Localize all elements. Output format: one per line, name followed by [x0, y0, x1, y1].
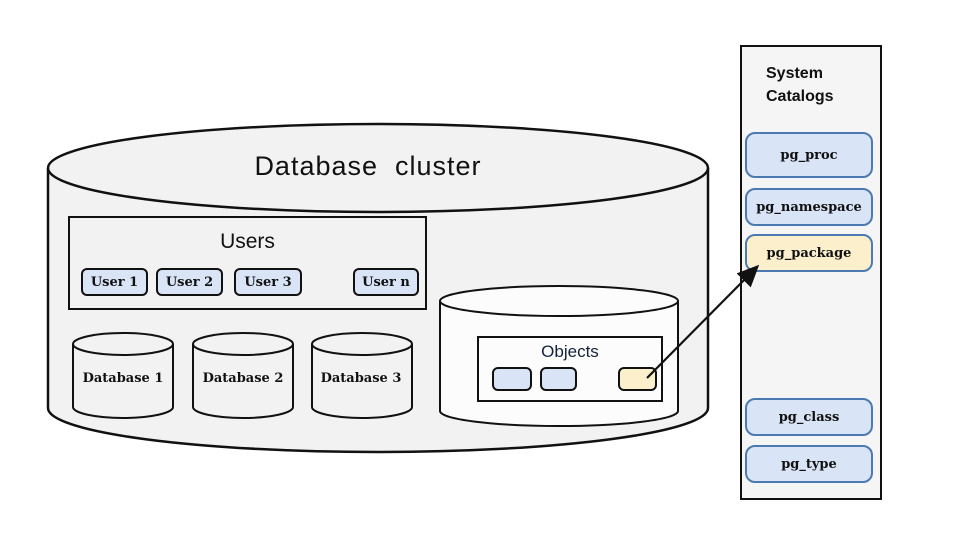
- catalog-pg-class: pg_class: [745, 398, 873, 436]
- object-node-2: [540, 367, 577, 391]
- user-3-node: User 3: [234, 268, 302, 296]
- user-2-node: User 2: [156, 268, 223, 296]
- catalog-pg-package-highlighted: pg_package: [745, 234, 873, 272]
- objects-group-box: Objects: [477, 336, 663, 402]
- user-1-node: User 1: [81, 268, 148, 296]
- users-group-box: Users User 1 User 2 User 3 User n: [68, 216, 427, 310]
- objects-title: Objects: [541, 342, 599, 361]
- package-object-node: [618, 367, 657, 391]
- database-2-label: Database 2: [202, 371, 284, 386]
- catalog-pg-proc: pg_proc: [745, 132, 873, 178]
- object-node-1: [492, 367, 532, 391]
- database-1-label: Database 1: [82, 371, 164, 386]
- system-catalogs-panel: System Catalogs pg_proc pg_namespace pg_…: [740, 45, 882, 500]
- database-3-label: Database 3: [320, 371, 402, 386]
- catalog-pg-type: pg_type: [745, 445, 873, 483]
- catalog-pg-namespace: pg_namespace: [745, 188, 873, 226]
- user-n-node: User n: [353, 268, 419, 296]
- system-catalogs-title: System Catalogs: [766, 65, 834, 106]
- cluster-title: Database cluster: [254, 151, 482, 181]
- users-title: Users: [220, 230, 275, 253]
